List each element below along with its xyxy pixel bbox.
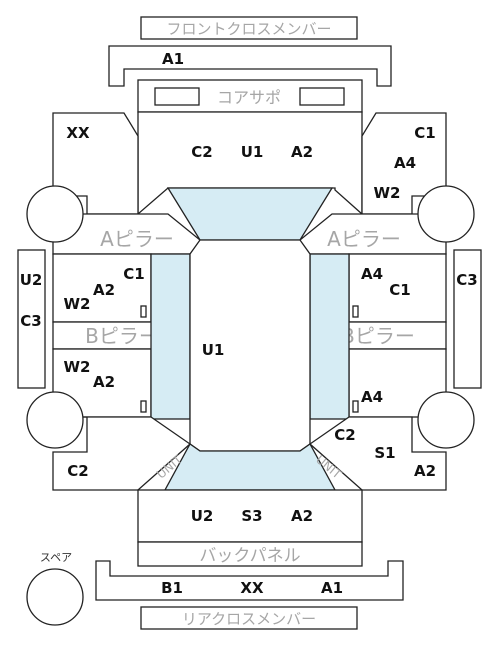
right-side-code: C3: [456, 271, 477, 289]
spare-label: スペア: [40, 551, 72, 564]
front-member-code: A1: [162, 50, 184, 68]
front-left-fender-code: XX: [66, 124, 90, 142]
b-pillar-right-label: Bピラー: [341, 324, 415, 348]
rear-left-fender-code: C2: [67, 462, 88, 480]
hood-panel[interactable]: [137, 111, 363, 216]
front-left-door-code-2: A2: [93, 281, 115, 299]
windshield[interactable]: [166, 187, 334, 241]
rear-right-fender-code-1: C2: [334, 426, 355, 444]
rear-member-code-3: A1: [321, 579, 343, 597]
front-left-door-code-1: C1: [123, 265, 144, 283]
front-left-door-code-3: W2: [64, 295, 91, 313]
rear-right-door-code: A4: [361, 388, 383, 406]
rear-left-tire[interactable]: [26, 391, 84, 449]
front-right-fender-code-3: W2: [374, 184, 401, 202]
front-left-door-handle: [140, 305, 147, 318]
right-side-sill[interactable]: [453, 249, 482, 389]
front-right-door[interactable]: [348, 253, 447, 323]
hood-code-3: A2: [291, 143, 313, 161]
rear-left-door-code-2: A2: [93, 373, 115, 391]
front-left-tire[interactable]: [26, 185, 84, 243]
front-cross-member-box[interactable]: [140, 16, 358, 40]
rear-right-door-handle: [352, 400, 359, 413]
front-right-fender-code-1: C1: [414, 124, 435, 142]
hood-code-2: U1: [241, 143, 264, 161]
rear-right-fender[interactable]: [308, 416, 447, 491]
trunk-panel[interactable]: [137, 489, 363, 543]
rear-member-code-2: XX: [240, 579, 264, 597]
rear-member-outline[interactable]: [95, 560, 404, 601]
trunk-code-1: U2: [191, 507, 214, 525]
trunk-code-3: A2: [291, 507, 313, 525]
rear-window[interactable]: [163, 443, 337, 491]
rear-left-fender[interactable]: [52, 416, 192, 491]
rear-right-tire[interactable]: [417, 391, 475, 449]
a-pillar-left-label: Aピラー: [100, 227, 174, 251]
spare-tire[interactable]: [26, 568, 84, 626]
left-side-sill[interactable]: [17, 249, 46, 389]
front-right-tire[interactable]: [417, 185, 475, 243]
rear-member-code-1: B1: [161, 579, 183, 597]
left-side-glass[interactable]: [150, 253, 191, 420]
right-side-glass[interactable]: [309, 253, 350, 420]
front-cross-member-label: フロントクロスメンバー: [166, 20, 331, 38]
left-side-code-1: U2: [20, 271, 43, 289]
back-panel-box[interactable]: [137, 541, 363, 567]
rear-cross-member-box[interactable]: [140, 606, 358, 630]
back-panel-label: バックパネル: [199, 546, 300, 566]
front-right-fender[interactable]: [361, 112, 447, 215]
right-headlight: [299, 87, 345, 106]
trunk-code-2: S3: [241, 507, 262, 525]
front-member-outline[interactable]: [108, 45, 392, 87]
left-side-code-2: C3: [20, 312, 41, 330]
hood-code-1: C2: [191, 143, 212, 161]
rear-cross-member-label: リアクロスメンバー: [182, 610, 316, 628]
front-right-fender-code-2: A4: [394, 154, 416, 172]
b-pillar-left-label: Bピラー: [85, 324, 159, 348]
rear-left-door-code-1: W2: [64, 358, 91, 376]
a-pillar-right-label: Aピラー: [327, 227, 401, 251]
front-right-door-handle: [352, 305, 359, 318]
front-left-door[interactable]: [52, 253, 152, 323]
front-right-door-code-2: C1: [389, 281, 410, 299]
rear-right-fender-code-2: S1: [374, 444, 395, 462]
left-headlight: [154, 87, 200, 106]
core-support-label: コアサポ: [217, 88, 281, 107]
roof-code: U1: [202, 341, 225, 359]
rear-right-fender-code-3: A2: [414, 462, 436, 480]
rear-left-door-handle: [140, 400, 147, 413]
front-right-door-code-1: A4: [361, 265, 383, 283]
